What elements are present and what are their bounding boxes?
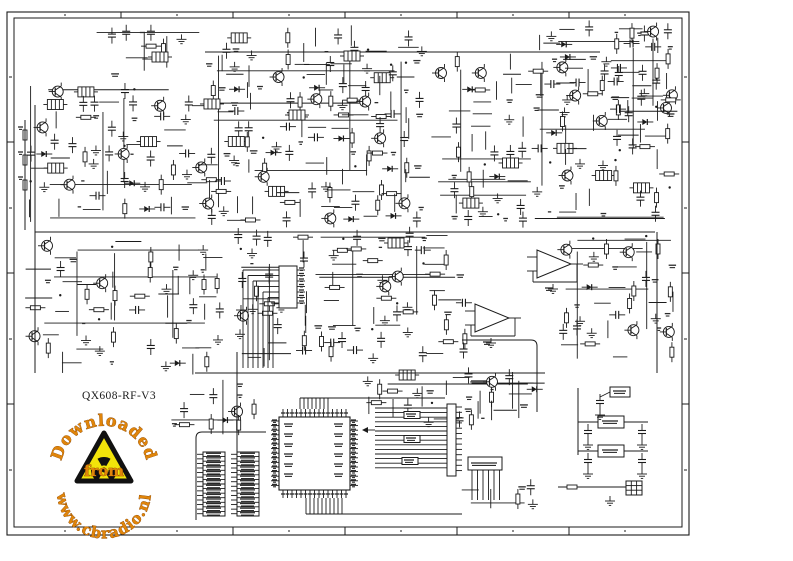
crystal-filter	[384, 237, 408, 249]
circuit-region	[464, 372, 545, 421]
circuit-region	[96, 24, 200, 77]
watermark-text-middle: from	[84, 462, 124, 480]
crystal-filter	[148, 51, 172, 63]
schematic-title: QX608-RF-V3	[82, 390, 156, 402]
sheet-frame	[6, 11, 690, 536]
if-ic	[242, 265, 305, 368]
connector-ladder	[231, 451, 260, 517]
crystal-filter	[285, 109, 309, 121]
header-block	[467, 456, 503, 500]
radiation-trefoil	[91, 457, 117, 482]
circuit-region	[362, 367, 543, 430]
circuit-region	[25, 236, 224, 375]
mcu-ic	[271, 398, 358, 514]
circuit-region	[528, 20, 680, 222]
regulator-boxes	[558, 386, 648, 506]
opamp	[527, 249, 583, 294]
left-edge-parts	[18, 120, 28, 230]
opamp	[465, 303, 521, 348]
routing-rails	[34, 51, 658, 520]
circuit-region	[431, 51, 532, 228]
radiation-warning-icon	[72, 428, 136, 486]
crystal-filter	[340, 50, 364, 62]
connector-ladder	[197, 451, 226, 517]
circuit-region	[26, 82, 213, 222]
circuit-landmarks	[18, 50, 648, 517]
watermark-logo: Downloaded www.cbradio.nl from	[47, 410, 161, 543]
circuit-region	[171, 379, 257, 436]
circuit-region	[293, 226, 472, 364]
circuit-region	[557, 234, 677, 363]
circuit-region	[610, 22, 681, 123]
circuit-region	[461, 479, 538, 510]
circuit-region	[197, 25, 430, 228]
circuit-art	[25, 20, 681, 520]
bus-block	[362, 403, 462, 477]
